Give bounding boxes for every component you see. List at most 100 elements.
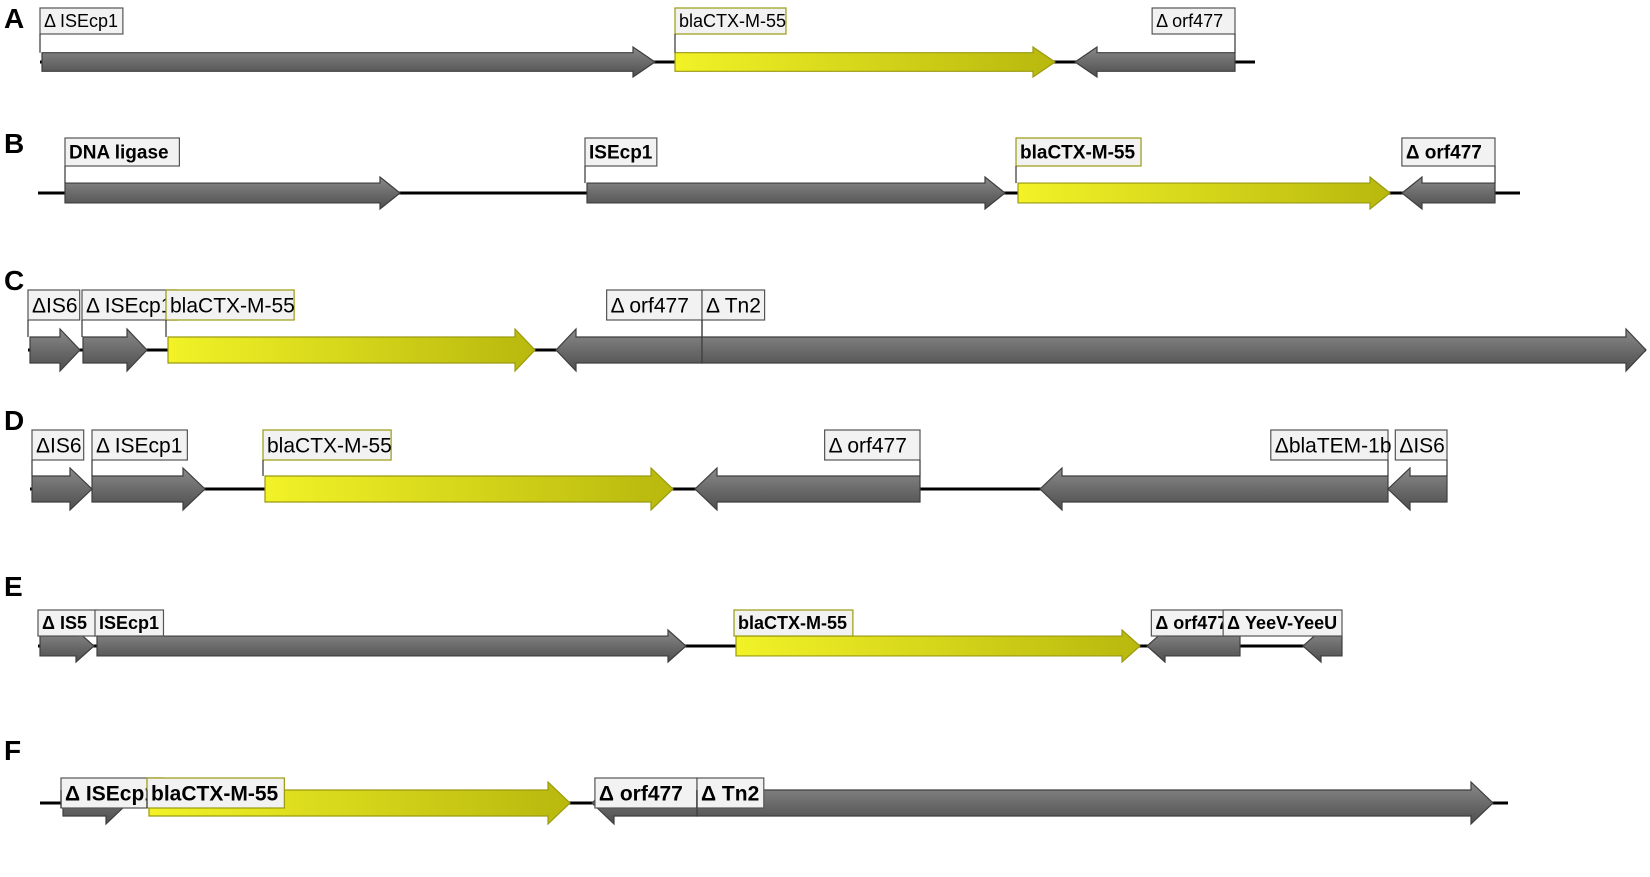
- panel-letter-b: B: [4, 128, 24, 159]
- gene-label: ISEcp1: [99, 613, 159, 633]
- label-frame: [824, 429, 921, 461]
- gene-arrow: [82, 327, 148, 373]
- gene-label: Δ orf477: [611, 295, 689, 318]
- label-frame: [584, 137, 658, 167]
- gene-delta-blatem-1b-d: ΔblaTEM-1b: [1039, 429, 1392, 512]
- gene-label: Δ IS5: [42, 613, 87, 633]
- gene-delta-orf477-d: Δ orf477: [694, 429, 921, 512]
- gene-label-box: Δ orf477: [1151, 7, 1236, 53]
- gene-label: ΔIS6: [36, 435, 82, 458]
- gene-label-box: Δ orf477: [1401, 137, 1496, 184]
- label-frame: [262, 429, 392, 461]
- gene-label: blaCTX-M-55: [1020, 143, 1136, 164]
- label-frame: [39, 7, 124, 35]
- gene-arrow: [64, 175, 401, 211]
- label-frame: [606, 289, 703, 321]
- gene-label: blaCTX-M-55: [151, 783, 279, 806]
- label-frame: [1394, 429, 1448, 461]
- gene-delta-is6-d: ΔIS6: [31, 429, 93, 512]
- label-frame: [81, 289, 178, 321]
- gene-label-box: Δ orf477: [1150, 609, 1241, 637]
- gene-blactx-m-55-a: blaCTX-M-55: [674, 7, 1057, 79]
- gene-label-box: ΔblaTEM-1b: [1270, 429, 1392, 476]
- gene-label-box: Δ ISEcp1: [39, 7, 124, 53]
- gene-label: Δ ISEcp1: [86, 295, 172, 318]
- gene-delta-isecp1-d: Δ ISEcp1: [91, 429, 206, 512]
- gene-delta-isecp1-a: Δ ISEcp1: [39, 7, 657, 79]
- gene-arrow: [1387, 466, 1448, 512]
- gene-label: ISEcp1: [589, 143, 653, 164]
- gene-label: ΔblaTEM-1b: [1275, 435, 1392, 458]
- gene-delta-isecp1-f: Δ ISEcp1: [60, 777, 164, 826]
- gene-isecp1-b: ISEcp1: [584, 137, 1006, 211]
- gene-isecp1-e: ISEcp1: [94, 609, 687, 664]
- gene-arrow: [29, 327, 81, 373]
- panel-letter-c: C: [4, 265, 24, 296]
- gene-label-box: Δ Tn2: [696, 777, 765, 809]
- panel-d: ΔIS6 Δ ISEcp1 blaCTX-M-55 Δ orf477 ΔblaTEM-1…: [30, 429, 1448, 512]
- gene-label: blaCTX-M-55: [170, 295, 295, 318]
- label-frame: [1270, 429, 1389, 461]
- label-frame: [64, 137, 181, 167]
- gene-label: ΔIS6: [1399, 435, 1445, 458]
- gene-label-box: blaCTX-M-55: [733, 609, 854, 637]
- gene-label-box: Δ YeeV-YeeU: [1222, 609, 1343, 637]
- gene-label-box: Δ ISEcp1: [91, 429, 188, 476]
- panel-letter-d: D: [4, 405, 24, 436]
- gene-blactx-m-55-f: blaCTX-M-55: [146, 777, 571, 826]
- gene-delta-orf477-c: Δ orf477: [555, 289, 703, 373]
- label-frame: [674, 7, 787, 35]
- gene-label: blaCTX-M-55: [267, 435, 392, 458]
- gene-delta-orf477-e: Δ orf477: [1146, 609, 1241, 664]
- gene-delta-tn2-c: Δ Tn2: [701, 289, 1647, 373]
- gene-label-box: Δ orf477: [594, 777, 698, 809]
- gene-delta-orf477-b: Δ orf477: [1401, 137, 1496, 211]
- gene-dna-ligase-b: DNA ligase: [64, 137, 401, 211]
- label-frame: [594, 777, 698, 809]
- gene-arrow: [96, 628, 687, 664]
- gene-label: Δ Tn2: [701, 783, 759, 806]
- gene-delta-orf477-a: Δ orf477: [1073, 7, 1236, 79]
- gene-arrow: [555, 327, 703, 373]
- gene-delta-tn2-f: Δ Tn2: [696, 777, 1494, 826]
- gene-label: blaCTX-M-55: [738, 613, 847, 633]
- panel-b: DNA ligase ISEcp1 blaCTX-M-55 Δ orf477: [38, 137, 1520, 211]
- gene-arrow: [264, 466, 674, 512]
- gene-label-box: ISEcp1: [584, 137, 658, 184]
- gene-label-box: blaCTX-M-55: [262, 429, 392, 476]
- gene-blactx-m-55-c: blaCTX-M-55: [165, 289, 536, 373]
- gene-label-box: blaCTX-M-55: [146, 777, 285, 809]
- gene-label-box: blaCTX-M-55: [165, 289, 295, 337]
- panel-a: Δ ISEcp1 blaCTX-M-55 Δ orf477: [39, 7, 1255, 79]
- gene-arrow: [696, 780, 1494, 826]
- gene-label: Δ orf477: [1406, 143, 1482, 164]
- label-frame: [27, 289, 81, 321]
- panel-letter-a: A: [4, 3, 24, 34]
- gene-delta-is5-e: Δ IS5: [37, 609, 98, 664]
- label-frame: [1222, 609, 1343, 637]
- gene-delta-orf477-f: Δ orf477: [591, 777, 698, 826]
- gene-delta-isecp1-c: Δ ISEcp1: [81, 289, 178, 373]
- gene-arrow: [694, 466, 921, 512]
- gene-arrow: [735, 628, 1141, 664]
- label-frame: [1015, 137, 1142, 167]
- gene-blactx-m-55-b: blaCTX-M-55: [1015, 137, 1391, 211]
- gene-arrow: [701, 327, 1647, 373]
- gene-label-box: ΔIS6: [27, 289, 81, 337]
- gene-label: blaCTX-M-55: [679, 11, 786, 31]
- label-frame: [696, 777, 765, 809]
- gene-delta-is6-d: ΔIS6: [1387, 429, 1448, 512]
- label-frame: [37, 609, 98, 637]
- gene-arrow: [41, 45, 657, 79]
- gene-label: Δ ISEcp1: [44, 11, 118, 31]
- gene-blactx-m-55-d: blaCTX-M-55: [262, 429, 674, 512]
- gene-label-box: DNA ligase: [64, 137, 181, 184]
- gene-label-box: ΔIS6: [1394, 429, 1448, 476]
- gene-label: Δ YeeV-YeeU: [1227, 613, 1337, 633]
- gene-arrow: [674, 45, 1057, 79]
- gene-label-box: Δ orf477: [824, 429, 921, 476]
